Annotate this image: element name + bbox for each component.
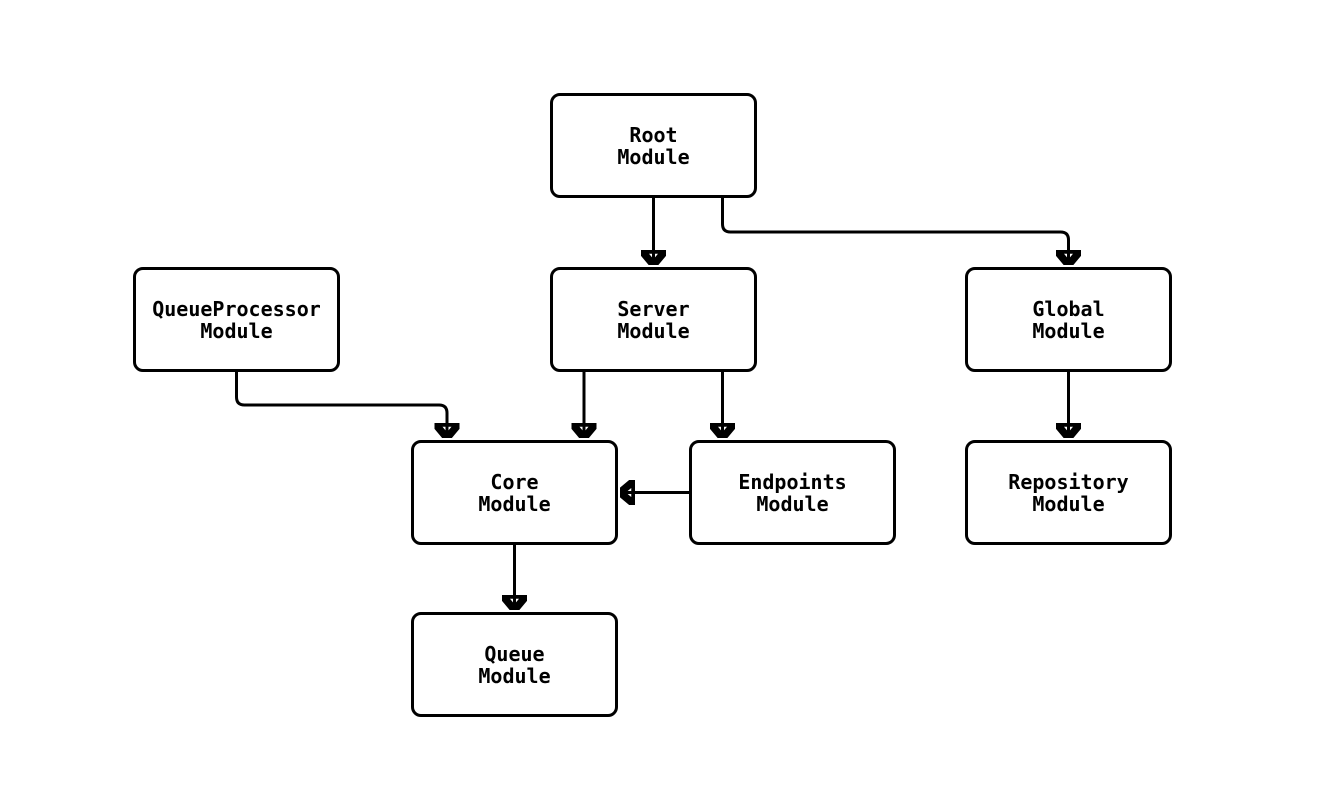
node-server-module: Server Module — [550, 267, 757, 372]
node-endpoints-module-label: Endpoints Module — [738, 469, 847, 516]
node-queue-module: Queue Module — [411, 612, 618, 717]
node-global-module: Global Module — [965, 267, 1172, 372]
node-repository-module-label: Repository Module — [1008, 469, 1129, 516]
node-repository-module: Repository Module — [965, 440, 1172, 545]
edge-queueprocessor-to-core — [235, 372, 448, 438]
node-core-module-label: Core Module — [478, 469, 551, 516]
node-core-module: Core Module — [411, 440, 618, 545]
node-queue-module-label: Queue Module — [478, 641, 551, 688]
node-root-module-label: Root Module — [617, 122, 690, 169]
node-queueprocessor-module: QueueProcessor Module — [133, 267, 340, 372]
edge-root-to-global — [721, 198, 1069, 265]
node-global-module-label: Global Module — [1032, 296, 1105, 343]
node-server-module-label: Server Module — [617, 296, 690, 343]
node-root-module: Root Module — [550, 93, 757, 198]
node-queueprocessor-module-label: QueueProcessor Module — [152, 296, 321, 343]
node-endpoints-module: Endpoints Module — [689, 440, 896, 545]
